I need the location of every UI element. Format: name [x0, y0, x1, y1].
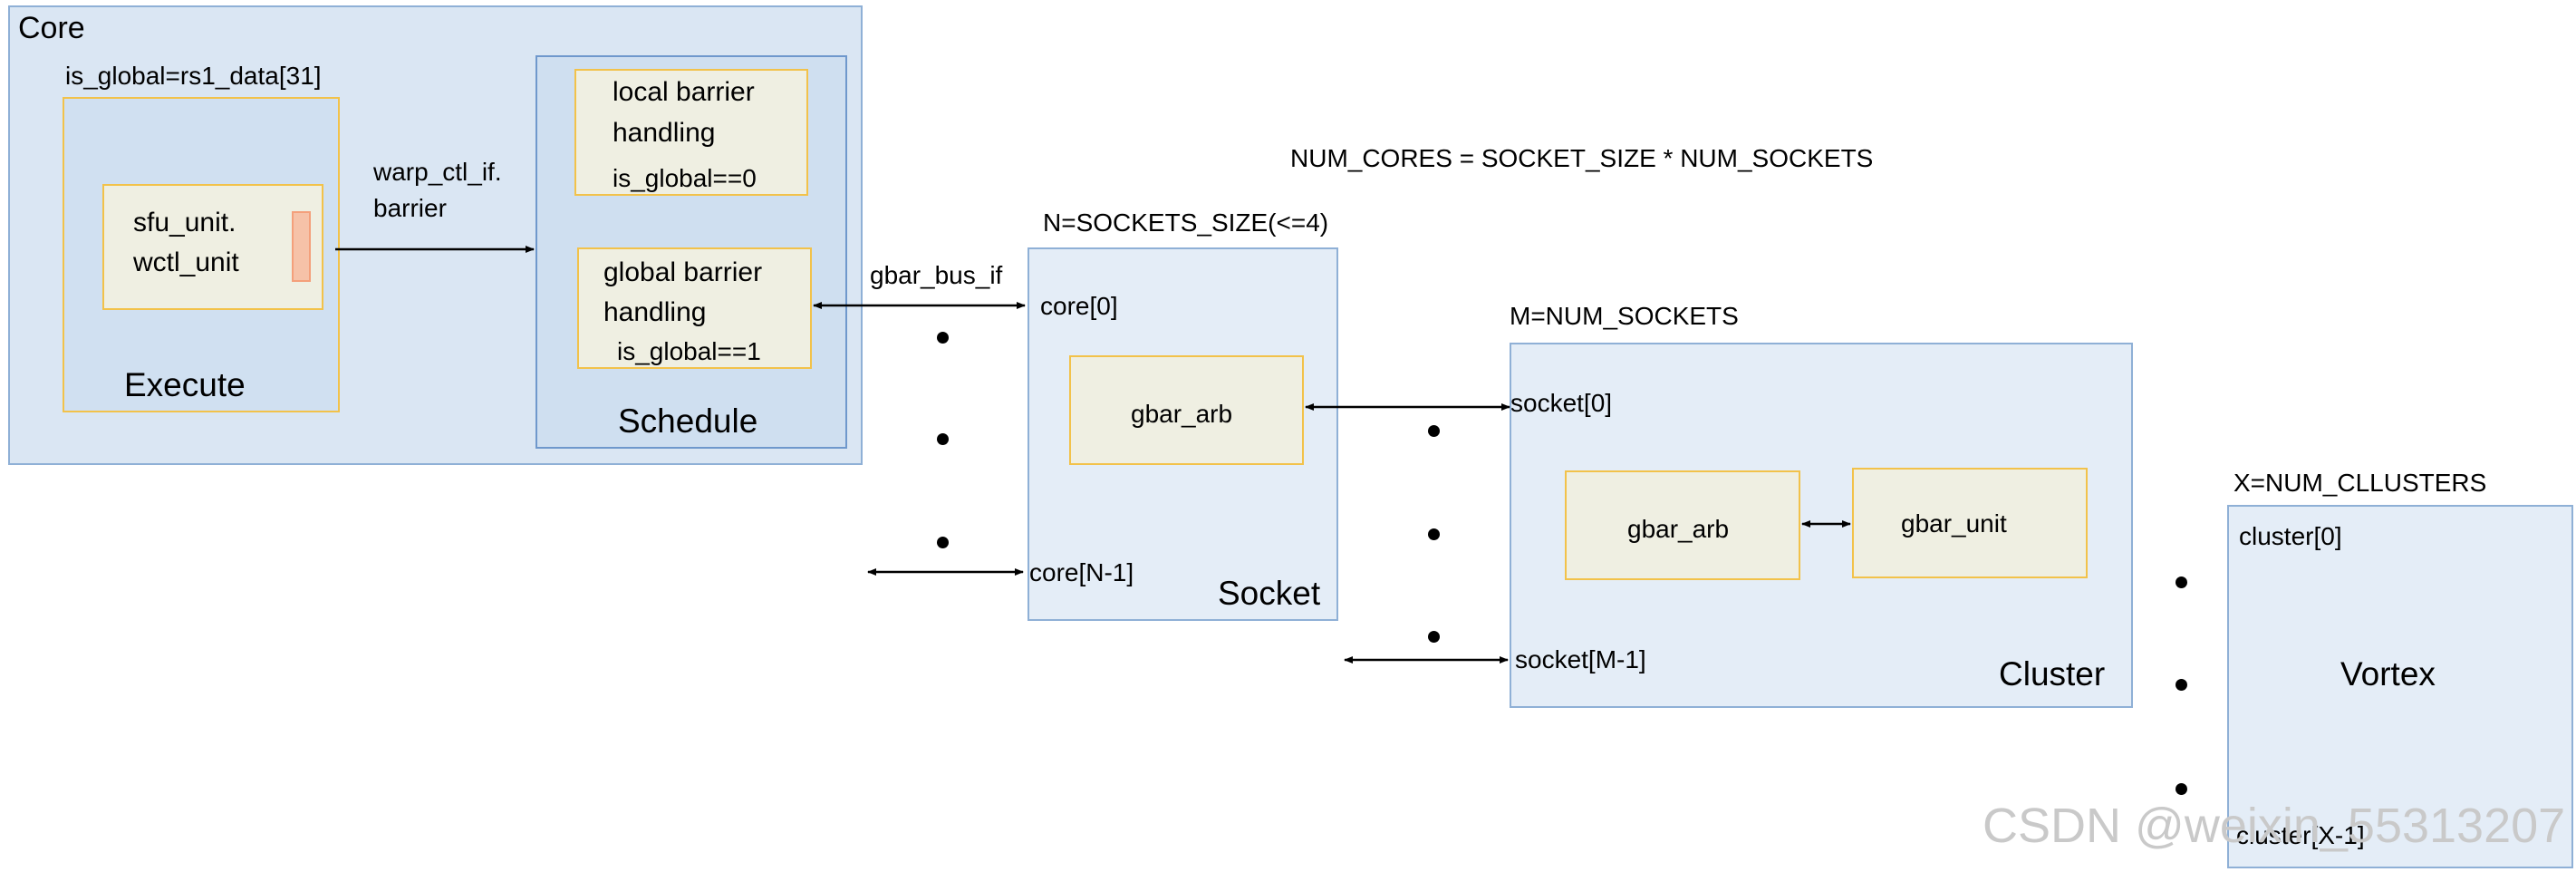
- core-title: Core: [18, 11, 85, 45]
- vortex-size-label: X=NUM_CLLUSTERS: [2233, 469, 2487, 497]
- global-barrier-box: [577, 247, 812, 369]
- warp-ctl-label: warp_ctl_if.: [373, 158, 502, 186]
- cluster-ellipsis-dot: [2176, 679, 2187, 691]
- sfu-unit-label: sfu_unit.: [133, 208, 236, 237]
- is-global-label: is_global=rs1_data[31]: [65, 62, 322, 90]
- vortex-cluster-first: cluster[0]: [2239, 522, 2342, 550]
- global-barrier-label-1: global barrier: [603, 257, 763, 287]
- schedule-label: Schedule: [618, 402, 758, 440]
- local-barrier-flag: is_global==0: [613, 164, 757, 192]
- local-barrier-box: [574, 69, 808, 196]
- cluster-title: Cluster: [1999, 655, 2106, 693]
- wctl-port-marker: [292, 211, 311, 282]
- local-barrier-label-1: local barrier: [613, 77, 755, 107]
- cluster-ellipsis-dot: [2176, 576, 2187, 588]
- vortex-box: [2227, 505, 2573, 868]
- wctl-unit-label: wctl_unit: [133, 247, 239, 277]
- socket-core-last: core[N-1]: [1029, 558, 1134, 586]
- cluster-socket-last: socket[M-1]: [1515, 645, 1646, 673]
- execute-label: Execute: [124, 366, 246, 403]
- cluster-socket-first: socket[0]: [1510, 389, 1613, 417]
- gbar-bus-if-label: gbar_bus_if: [870, 261, 1003, 289]
- vortex-cluster-last: cluster[X-1]: [2236, 821, 2365, 849]
- socket-gbar-arb-label: gbar_arb: [1131, 400, 1233, 428]
- global-barrier-label-2: handling: [603, 297, 707, 327]
- gbar-unit-label: gbar_unit: [1901, 509, 2007, 538]
- socket-size-label: N=SOCKETS_SIZE(<=4): [1043, 208, 1329, 237]
- vortex-title: Vortex: [2340, 655, 2436, 693]
- warp-ctl-barrier-label: barrier: [373, 194, 447, 222]
- watermark: CSDN @weixin_55313207: [1983, 799, 2566, 853]
- cluster-gbar-arb-box: [1565, 470, 1800, 580]
- local-barrier-label-2: handling: [613, 118, 716, 148]
- core-ellipsis-dot: [937, 332, 949, 344]
- socket-core-first: core[0]: [1040, 292, 1118, 320]
- global-barrier-flag: is_global==1: [617, 337, 761, 365]
- cluster-ellipsis-dot: [2176, 783, 2187, 795]
- sfu-unit-box: [102, 184, 323, 310]
- core-ellipsis-dot: [937, 537, 949, 548]
- socket-ellipsis-dot: [1428, 631, 1440, 643]
- socket-ellipsis-dot: [1428, 528, 1440, 540]
- cluster-size-label: M=NUM_SOCKETS: [1510, 302, 1739, 330]
- socket-ellipsis-dot: [1428, 425, 1440, 437]
- socket-title: Socket: [1218, 575, 1321, 612]
- cluster-gbar-arb-label: gbar_arb: [1627, 515, 1730, 543]
- num-cores-formula: NUM_CORES = SOCKET_SIZE * NUM_SOCKETS: [1290, 144, 1874, 172]
- gbar-unit-box: [1852, 468, 2088, 578]
- core-ellipsis-dot: [937, 433, 949, 445]
- socket-gbar-arb-box: [1069, 355, 1304, 465]
